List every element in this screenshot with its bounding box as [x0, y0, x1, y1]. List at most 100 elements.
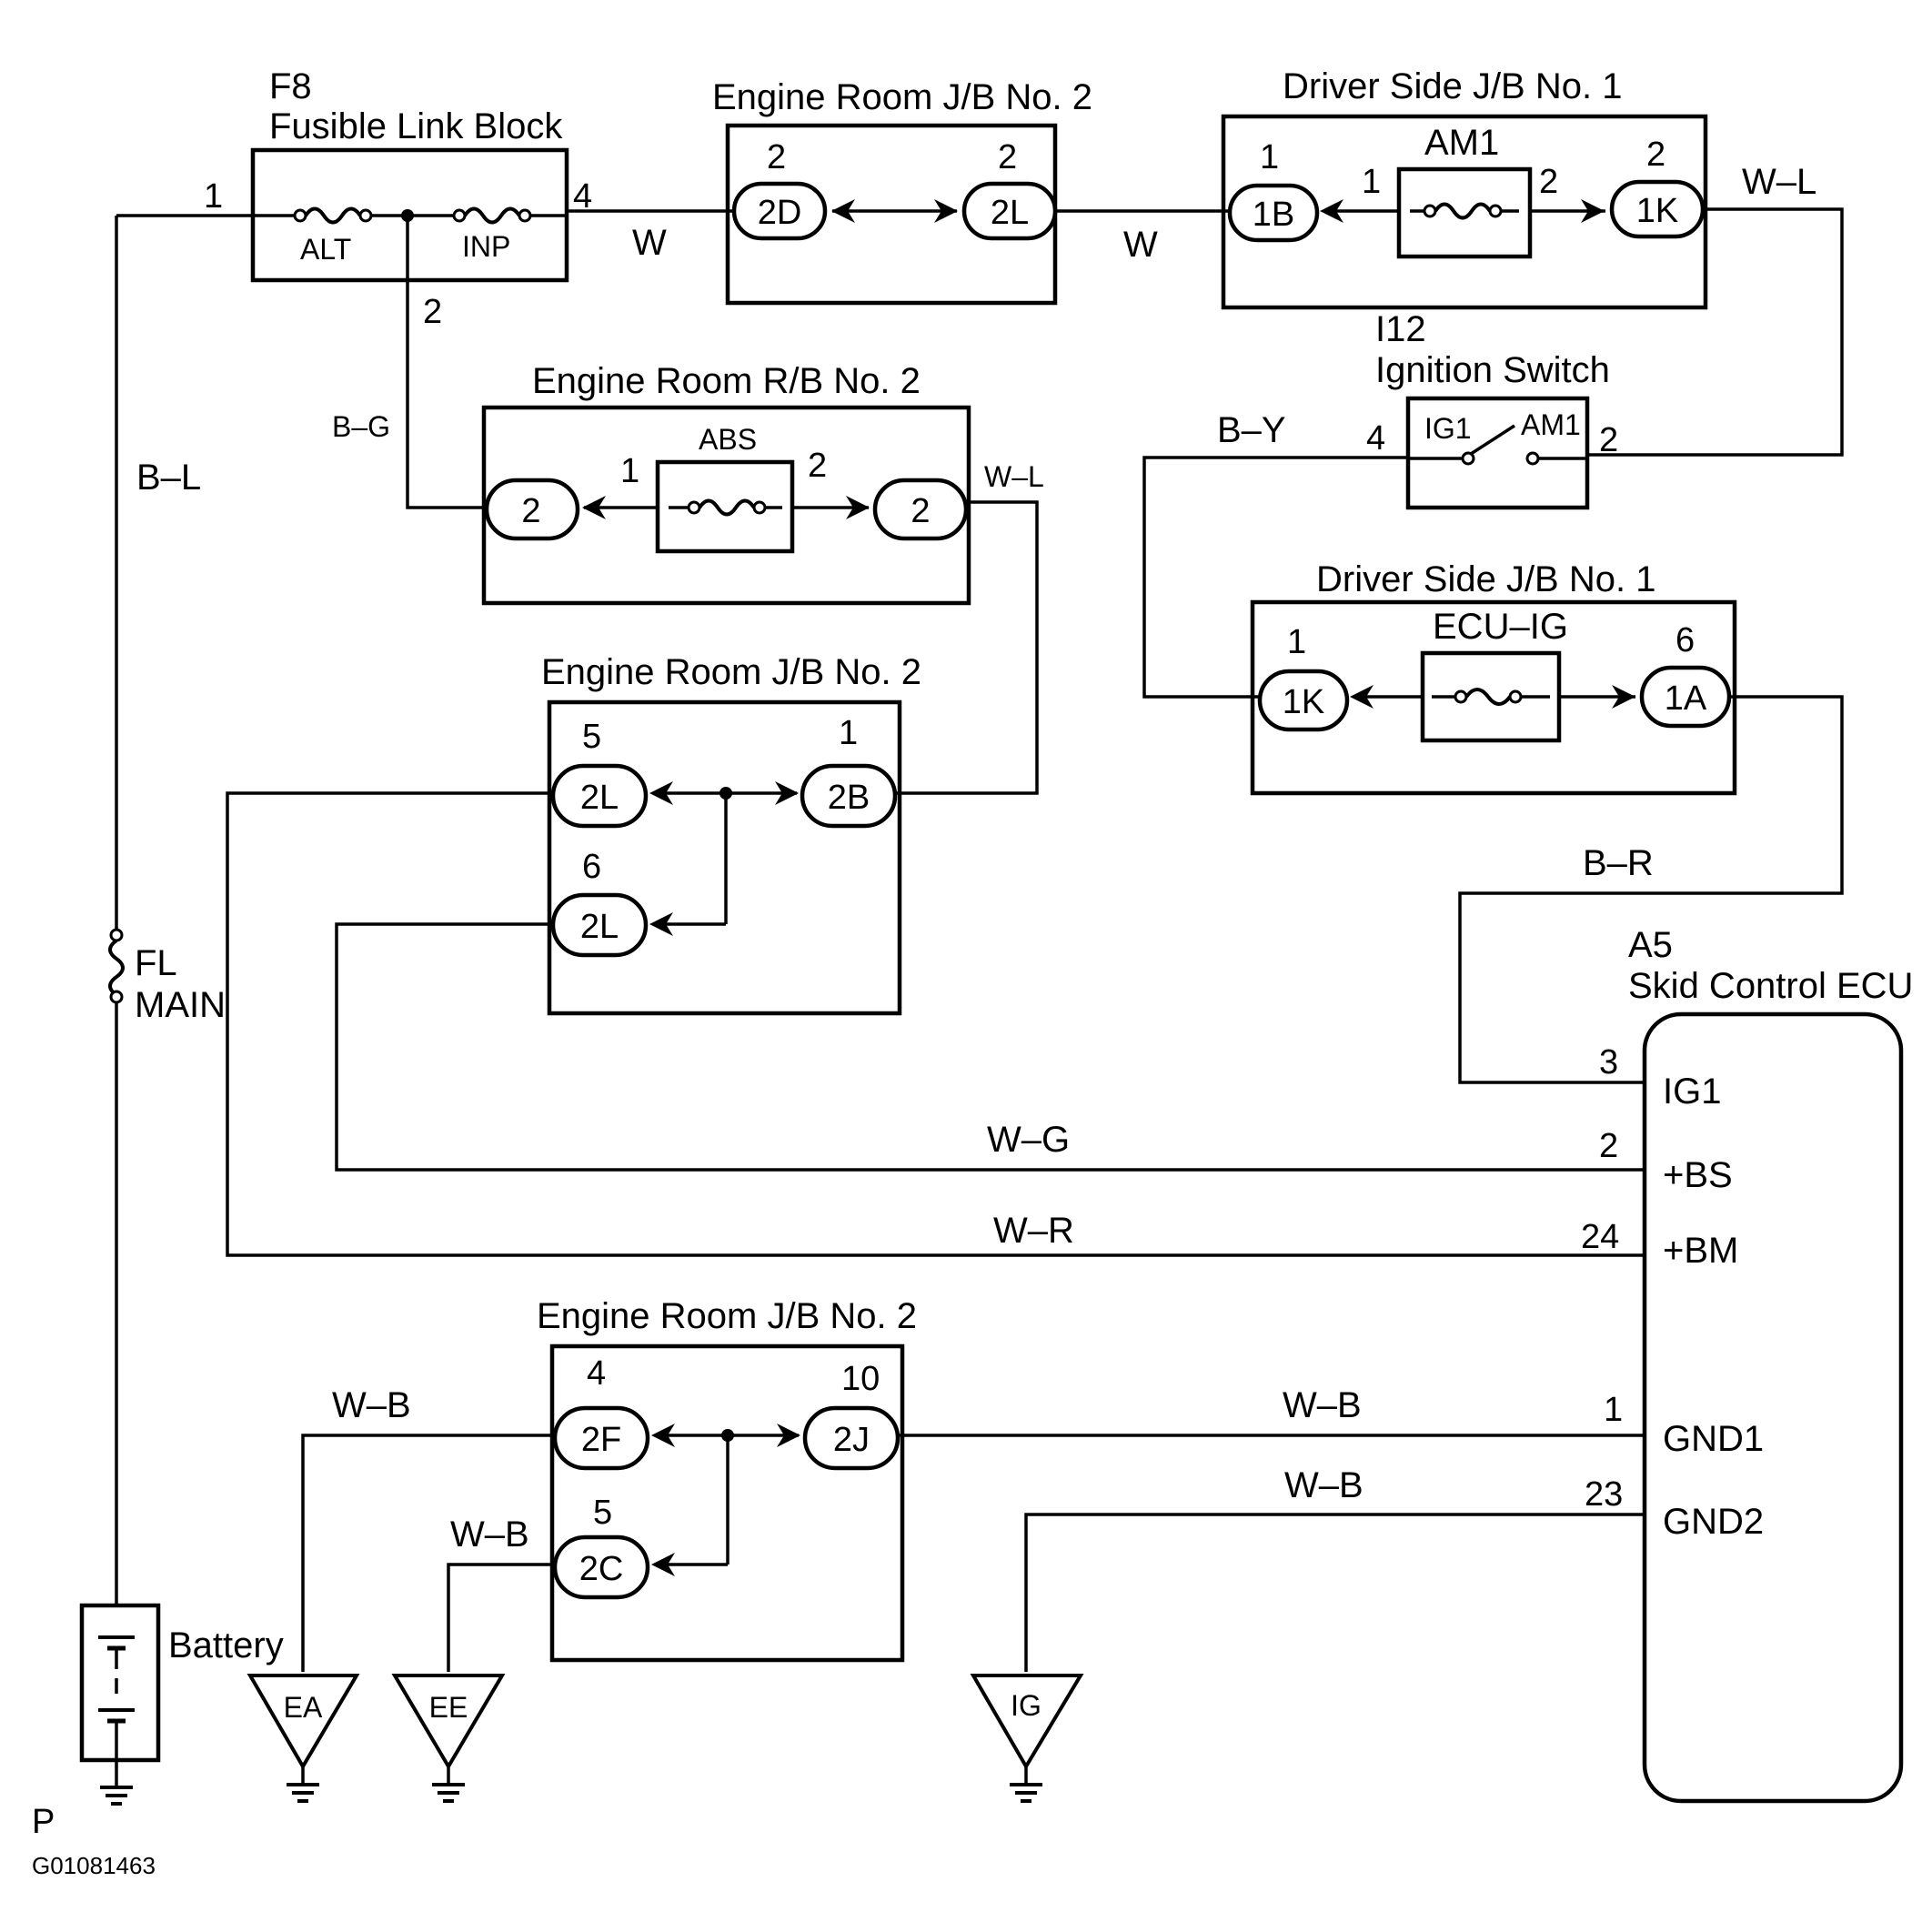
wire-label-bg: B–G	[332, 410, 390, 443]
connector-rb2-left	[484, 478, 580, 541]
ecu-name: Skid Control ECU	[1628, 966, 1913, 1006]
page-letter: P	[32, 1803, 55, 1841]
battery: Battery	[79, 1603, 284, 1806]
ignition-term-am1: AM1	[1521, 408, 1581, 441]
ground-ig: IG	[970, 1674, 1084, 1803]
ecu-terminal-gnd2: GND2	[1663, 1502, 1764, 1542]
ground-ee-label: EE	[429, 1691, 468, 1724]
dsjb1-mid-pin-right: 6	[1675, 621, 1695, 659]
jb2-top-pin-right: 2	[998, 138, 1017, 176]
fuse-am1-box	[1396, 166, 1533, 259]
ground-ig-label: IG	[1011, 1689, 1041, 1722]
svg-text:1A: 1A	[1665, 679, 1707, 718]
fuse-am1-icon	[1434, 202, 1492, 220]
abs-pin-in: 1	[620, 452, 639, 490]
dsjb1-top-title: Driver Side J/B No. 1	[1283, 66, 1622, 106]
ecu-pin-bs: 2	[1599, 1127, 1618, 1165]
svg-text:2B: 2B	[828, 779, 870, 817]
dsjb1-top-pin-left: 1	[1260, 138, 1279, 176]
wire-label-wb-ee: W–B	[450, 1514, 529, 1555]
svg-text:2D: 2D	[758, 194, 802, 232]
wire-label-wg: W–G	[987, 1120, 1070, 1160]
switch-contact-icon	[1461, 451, 1475, 466]
ecu-terminal-gnd1: GND1	[1663, 1419, 1764, 1459]
f8-pin-2: 2	[423, 293, 442, 331]
dsjb1-mid-title: Driver Side J/B No. 1	[1316, 559, 1655, 599]
ignition-pin-4: 4	[1366, 419, 1385, 458]
wire-label-wr: W–R	[993, 1211, 1074, 1251]
connector-1b	[1227, 183, 1320, 243]
engine-room-jb2-top: Engine Room J/B No. 2 2D 2L 2 2	[712, 77, 1092, 306]
wire-label-wl-top: W–L	[1742, 162, 1816, 202]
fuse-abs-icon	[698, 498, 756, 517]
ignition-pin-2: 2	[1599, 421, 1618, 459]
connector-2b	[800, 763, 898, 829]
svg-text:2L: 2L	[580, 779, 619, 817]
jb2-bot-title: Engine Room J/B No. 2	[537, 1296, 917, 1336]
wires: W W W–L B–G B–L B–Y W–L B–R W–G W–R W–B …	[115, 162, 1844, 1672]
ecu-box	[1642, 1011, 1904, 1804]
fuse-abs-label: ABS	[699, 423, 757, 456]
connector-2f	[552, 1405, 650, 1471]
fuse-am1-label: AM1	[1424, 123, 1499, 163]
f8-name: Fusible Link Block	[269, 106, 563, 146]
ignition-term-ig1: IG1	[1424, 412, 1472, 445]
ignition-switch-i12: I12 Ignition Switch IG1 AM1 4 2	[1366, 309, 1618, 510]
rb2-title: Engine Room R/B No. 2	[532, 361, 921, 401]
wire-label-wb-ea: W–B	[332, 1385, 411, 1425]
wire-label-bl: B–L	[136, 458, 201, 498]
f8-pin-1: 1	[204, 177, 223, 216]
fuse-alt-label: ALT	[300, 233, 351, 266]
abs-pin-out: 2	[808, 447, 827, 485]
driver-side-jb1-top: Driver Side J/B No. 1 1B 1K AM1 1 2 1 2	[1221, 66, 1708, 310]
jb2-top-title: Engine Room J/B No. 2	[712, 77, 1092, 117]
connector-rb2-right	[872, 478, 969, 541]
jb2-mid-title: Engine Room J/B No. 2	[541, 652, 921, 692]
wire-label-wb-gnd1: W–B	[1283, 1385, 1362, 1425]
ecu-pin-bm: 24	[1581, 1218, 1619, 1256]
driver-side-jb1-mid: Driver Side J/B No. 1 1K 1A ECU–IG 1 6	[1250, 559, 1737, 796]
jb2-mid-pin-c: 6	[582, 848, 601, 886]
dsjb1-mid-pin-left: 1	[1287, 623, 1306, 661]
fuse-alt-icon	[304, 206, 362, 225]
ecu-pin-ig1: 3	[1599, 1043, 1618, 1082]
fuse-ecu-ig-label: ECU–IG	[1433, 607, 1568, 647]
svg-text:2: 2	[911, 492, 930, 530]
fuse-ecu-ig-icon	[1464, 688, 1512, 706]
fusible-link-block-f8: F8 Fusible Link Block ALT INP 1 4 2	[204, 66, 592, 331]
dsjb1-top-pin-right: 2	[1646, 136, 1665, 174]
am1-pin-in: 1	[1362, 163, 1381, 201]
ground-ig-icon	[970, 1674, 1084, 1770]
jb2-mid-pin-a: 5	[582, 718, 601, 756]
fuse-inp-icon	[463, 206, 521, 225]
svg-text:1B: 1B	[1253, 196, 1294, 234]
fusible-link-fl-main: FL MAIN	[108, 928, 226, 1025]
svg-text:2L: 2L	[991, 194, 1029, 232]
battery-label: Battery	[168, 1625, 284, 1665]
jb2-bot-pin-c: 5	[593, 1494, 612, 1532]
connector-2c	[552, 1535, 650, 1600]
svg-text:2F: 2F	[581, 1421, 621, 1459]
jb2-bot-pin-b: 10	[841, 1360, 880, 1398]
wire-label-br: B–R	[1583, 843, 1654, 883]
ecu-pin-gnd2: 23	[1585, 1475, 1623, 1514]
svg-text:2C: 2C	[579, 1550, 624, 1588]
am1-pin-out: 2	[1539, 163, 1558, 201]
fuse-inp-label: INP	[462, 230, 510, 263]
connector-2l-a	[550, 763, 649, 829]
svg-text:2L: 2L	[580, 908, 619, 946]
jb2-mid-pin-b: 1	[839, 714, 858, 752]
f8-pin-4: 4	[573, 177, 592, 216]
wire-label-wl-mid: W–L	[984, 460, 1044, 493]
jb2-top-pin-left: 2	[767, 138, 786, 176]
ecu-terminal-ig1: IG1	[1663, 1072, 1721, 1112]
ground-ea-icon	[247, 1674, 360, 1770]
fl-main-fuse-icon	[108, 939, 125, 997]
wire-label-by: B–Y	[1217, 410, 1286, 450]
ignition-code: I12	[1375, 309, 1426, 349]
svg-text:2J: 2J	[833, 1421, 870, 1459]
figure-code: G01081463	[32, 1852, 156, 1879]
wire-label-wb-gnd2: W–B	[1284, 1465, 1363, 1505]
battery-box	[79, 1603, 161, 1763]
